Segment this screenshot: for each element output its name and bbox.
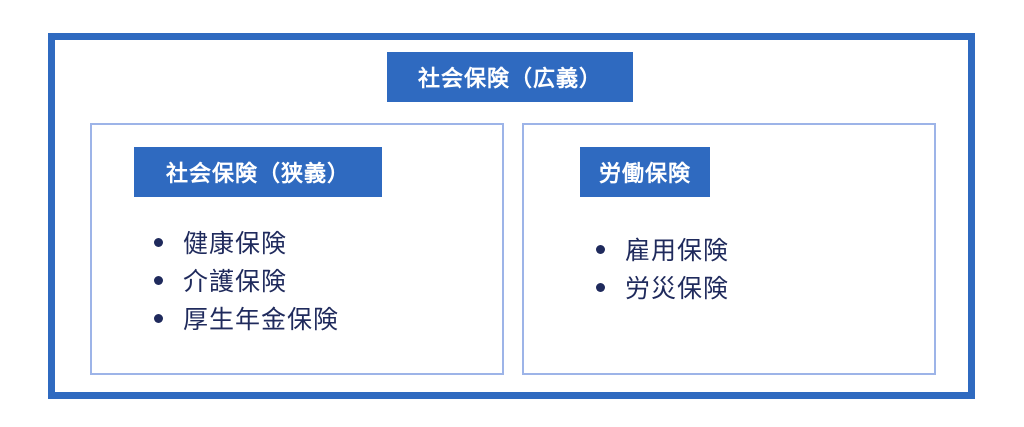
item-list: 健康保険 介護保険 厚生年金保険: [154, 223, 339, 337]
bullet-icon: [154, 275, 163, 285]
list-item-label: 厚生年金保険: [183, 305, 340, 334]
panel-narrow-social-insurance: 社会保険（狭義） 健康保険 介護保険 厚生年金保険: [90, 123, 504, 375]
list-item: 厚生年金保険: [154, 299, 339, 337]
bullet-icon: [596, 282, 605, 292]
panel-label: 社会保険（狭義）: [134, 147, 382, 197]
list-item-label: 雇用保険: [625, 236, 730, 265]
panel-label: 労働保険: [580, 147, 710, 197]
title-label: 社会保険（広義）: [387, 52, 633, 102]
panel-labor-insurance: 労働保険 雇用保険 労災保険: [522, 123, 936, 375]
list-item-label: 労災保険: [625, 274, 730, 303]
list-item-label: 健康保険: [183, 229, 288, 258]
bullet-icon: [596, 244, 605, 254]
item-list: 雇用保険 労災保険: [596, 230, 729, 306]
list-item: 健康保険: [154, 223, 339, 261]
bullet-icon: [154, 313, 163, 323]
bullet-icon: [154, 237, 163, 247]
list-item: 雇用保険: [596, 230, 729, 268]
list-item: 労災保険: [596, 268, 729, 306]
list-item-label: 介護保険: [183, 267, 288, 296]
list-item: 介護保険: [154, 261, 339, 299]
